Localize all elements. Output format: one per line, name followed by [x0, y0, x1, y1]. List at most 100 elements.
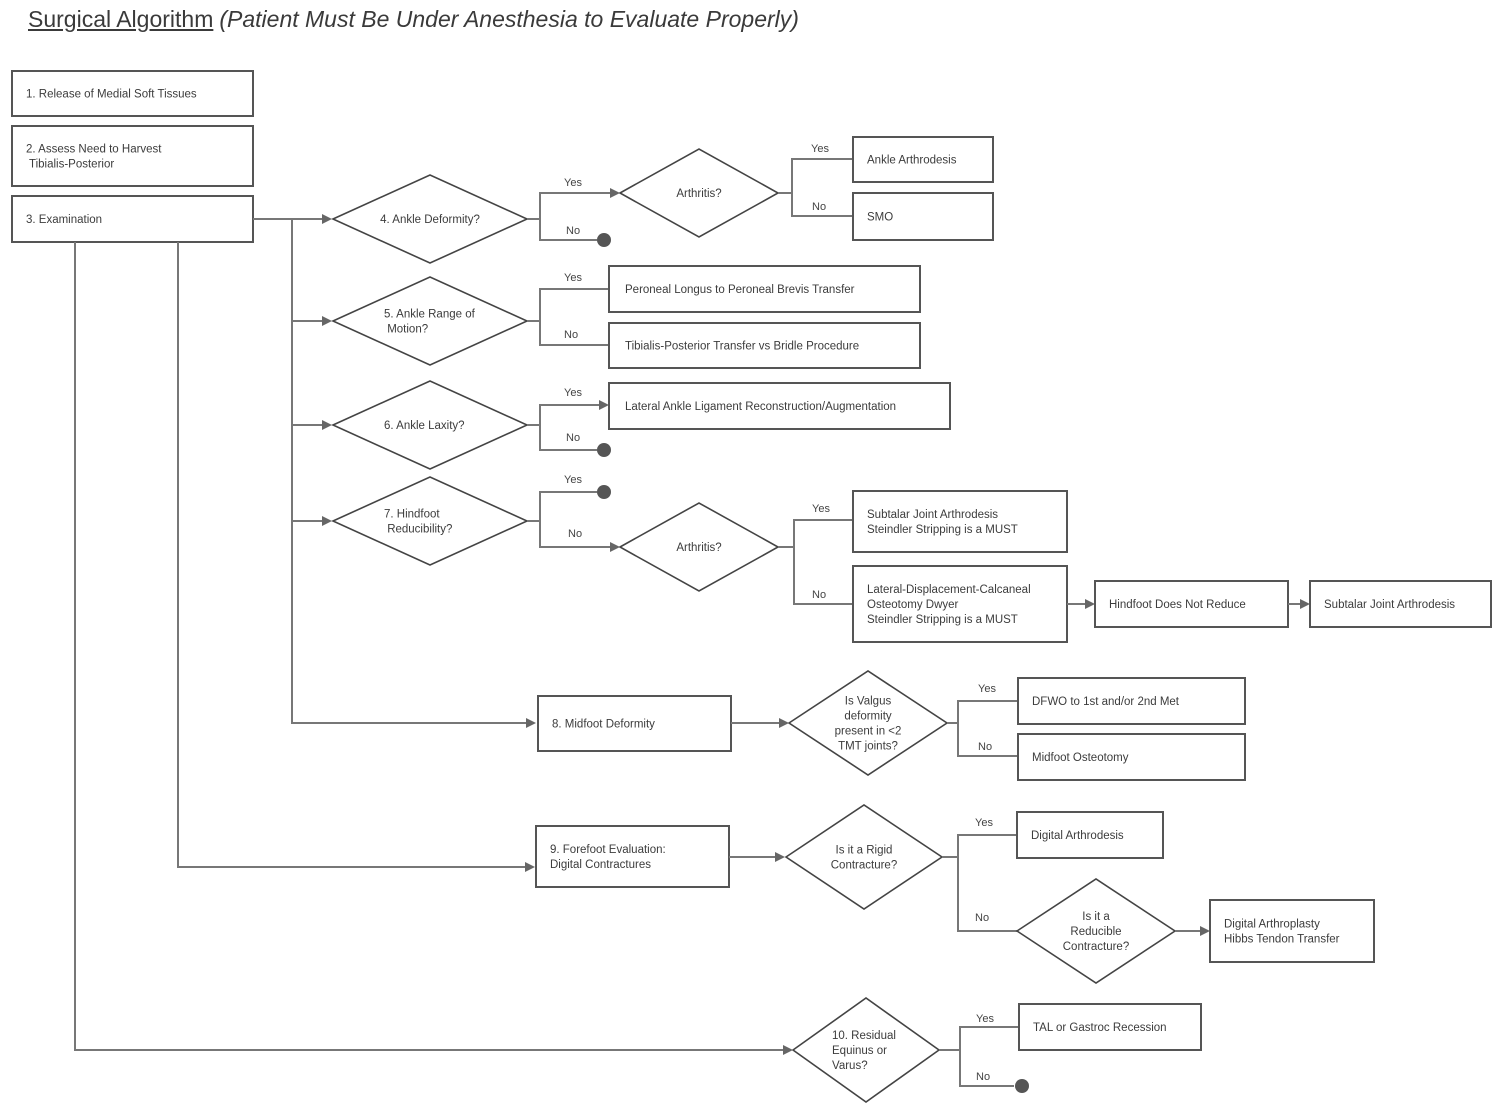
label-yes: Yes [564, 177, 582, 189]
terminal-dot-icon [597, 443, 611, 457]
branch-d6-no [539, 425, 597, 451]
label-no: No [812, 589, 826, 601]
branch-d10-yes [939, 1026, 1019, 1051]
label-yes: Yes [811, 143, 829, 155]
outcome-tib-post-transfer [608, 322, 921, 369]
diagram-title: Surgical Algorithm(Patient Must Be Under… [28, 6, 799, 33]
step-1-box [11, 70, 254, 117]
outcome-ankle-arthrodesis-text: Ankle Arthrodesis [867, 155, 957, 167]
label-yes: Yes [564, 474, 582, 486]
title-main: Surgical Algorithm [28, 6, 214, 32]
decision-ankle-laxity-text: 6. Ankle Laxity? [384, 420, 465, 432]
label-yes: Yes [812, 503, 830, 515]
outcome-digital-arthroplasty [1209, 899, 1375, 963]
label-no: No [975, 912, 989, 924]
branch-d5-yes [527, 288, 609, 322]
outcome-tal-gastroc [1018, 1003, 1202, 1051]
outcome-subtalar-arthrodesis [1309, 580, 1492, 628]
step-8-midfoot-deformity [537, 695, 732, 752]
outcome-ankle-arthrodesis [852, 136, 994, 183]
outcome-subtalar-steindler [852, 490, 1068, 553]
connector-exam-to-forefoot [177, 242, 533, 868]
arrowhead-icon [775, 852, 785, 862]
branch-d7-no [539, 521, 618, 548]
step-1-box-text: 1. Release of Medial Soft Tissues [26, 89, 197, 101]
outcome-lateral-ankle-ligament-text: Lateral Ankle Ligament Reconstruction/Au… [625, 401, 896, 413]
decision-valgus-tmt [787, 670, 949, 776]
label-yes: Yes [975, 817, 993, 829]
label-no: No [976, 1071, 990, 1083]
outcome-smo-text: SMO [867, 212, 893, 224]
connector-exam-trunk [291, 219, 533, 724]
title-subtitle: (Patient Must Be Under Anesthesia to Eva… [219, 6, 799, 32]
terminal-dot-icon [1015, 1079, 1029, 1093]
step-9-forefoot-text: 9. Forefoot Evaluation:Digital Contractu… [550, 844, 666, 871]
outcome-hindfoot-not-reduce [1094, 580, 1289, 628]
label-no: No [568, 528, 582, 540]
branch-d5-no [539, 321, 609, 346]
outcome-digital-arthrodesis-text: Digital Arthrodesis [1031, 830, 1124, 842]
arrowhead-icon [1200, 926, 1210, 936]
outcome-peroneal-transfer-text: Peroneal Longus to Peroneal Brevis Trans… [625, 284, 855, 296]
decision-hindfoot-reducibility [331, 476, 529, 566]
branch-d4a-no [791, 193, 853, 217]
arrowhead-icon [526, 718, 536, 728]
arrowhead-icon [322, 316, 332, 326]
step-3-box-text: 3. Examination [26, 214, 102, 226]
arrowhead-icon [322, 516, 332, 526]
label-no: No [812, 201, 826, 213]
connector-exam-to-d10 [74, 242, 790, 1051]
branch-d6-yes [527, 404, 607, 426]
decision-hindfoot-reducibility-text: 7. Hindfoot Reducibility? [384, 509, 452, 536]
decision-ankle-rom-text: 5. Ankle Range of Motion? [384, 309, 476, 336]
branch-d4-no [539, 219, 597, 241]
label-no: No [564, 329, 578, 341]
step-2-box-text: 2. Assess Need to Harvest Tibialis-Poste… [26, 144, 162, 171]
branch-d4-yes [539, 192, 618, 219]
decision-rigid-contracture [784, 804, 944, 910]
branch-d7-yes [527, 491, 597, 522]
outcome-tib-post-transfer-text: Tibialis-Posterior Transfer vs Bridle Pr… [625, 341, 859, 353]
outcome-lateral-ankle-ligament [608, 382, 951, 430]
terminal-dot-icon [597, 485, 611, 499]
arrowhead-icon [599, 400, 609, 410]
arrowhead-icon [783, 1045, 793, 1055]
arrowhead-icon [610, 188, 620, 198]
arrowhead-icon [610, 542, 620, 552]
outcome-midfoot-osteotomy-text: Midfoot Osteotomy [1032, 752, 1129, 764]
label-no: No [978, 741, 992, 753]
branch-d9-yes [942, 834, 1017, 858]
outcome-dfwo-text: DFWO to 1st and/or 2nd Met [1032, 696, 1180, 708]
label-yes: Yes [564, 387, 582, 399]
outcome-tal-gastroc-text: TAL or Gastroc Recession [1033, 1022, 1167, 1034]
arrowhead-icon [1085, 599, 1095, 609]
step-9-forefoot [535, 825, 730, 888]
step-3-box [11, 195, 254, 243]
branch-d4a-yes [778, 158, 853, 194]
label-yes: Yes [976, 1013, 994, 1025]
label-yes: Yes [564, 272, 582, 284]
decision-ankle-deformity-text: 4. Ankle Deformity? [380, 214, 480, 226]
arrowhead-icon [525, 862, 535, 872]
outcome-midfoot-osteotomy [1017, 733, 1246, 781]
branch-d10-no [959, 1050, 1014, 1087]
branch-d8-yes [947, 700, 1018, 724]
arrowhead-icon [779, 718, 789, 728]
step-8-midfoot-deformity-text: 8. Midfoot Deformity [552, 719, 655, 731]
label-no: No [566, 225, 580, 237]
arrowhead-icon [322, 420, 332, 430]
outcome-subtalar-arthrodesis-text: Subtalar Joint Arthrodesis [1324, 599, 1455, 611]
label-no: No [566, 432, 580, 444]
terminal-dot-icon [597, 233, 611, 247]
outcome-dfwo [1017, 677, 1246, 725]
outcome-peroneal-transfer [608, 265, 921, 313]
outcome-digital-arthrodesis [1016, 811, 1164, 859]
